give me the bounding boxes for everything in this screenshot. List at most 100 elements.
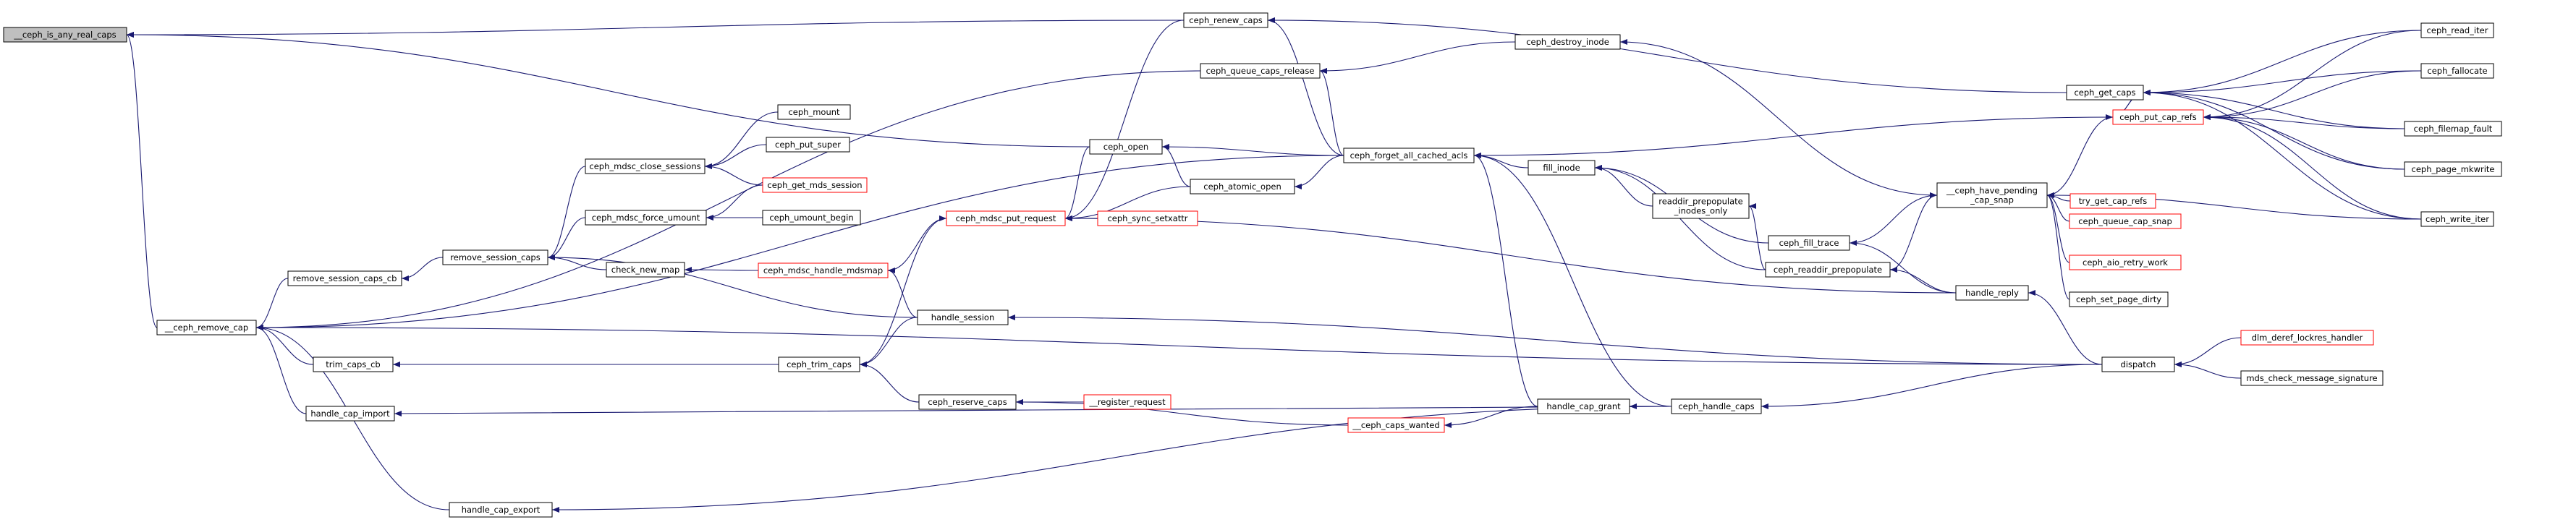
node-ceph-filemap-fault[interactable]: ceph_filemap_fault: [2404, 121, 2502, 137]
node-box[interactable]: [1765, 262, 1891, 278]
node-check-new-map[interactable]: check_new_map: [606, 262, 685, 278]
node-box[interactable]: [1652, 193, 1750, 219]
node-box[interactable]: [2240, 330, 2374, 346]
node-ceph-reserve-caps[interactable]: ceph_reserve_caps: [918, 394, 1017, 410]
node-box[interactable]: [918, 394, 1017, 410]
node-box[interactable]: [2069, 193, 2156, 209]
node-dlm-deref-lockres-handler[interactable]: dlm_deref_lockres_handler: [2240, 330, 2374, 346]
node-box[interactable]: [2066, 85, 2144, 101]
node-box[interactable]: [762, 177, 868, 193]
node-box[interactable]: [2069, 291, 2169, 307]
node-box[interactable]: [946, 210, 1066, 226]
node-ceph-destroy-inode[interactable]: ceph_destroy_inode: [1514, 34, 1621, 50]
node-ceph-mount[interactable]: ceph_mount: [777, 104, 851, 120]
node-box[interactable]: [2101, 356, 2175, 372]
node-ceph-open[interactable]: ceph_open: [1089, 139, 1163, 155]
node-ceph-set-page-dirty[interactable]: ceph_set_page_dirty: [2069, 291, 2169, 307]
node-ceph-get-mds-session[interactable]: ceph_get_mds_session: [762, 177, 868, 193]
node-box[interactable]: [1768, 235, 1850, 251]
node-ceph-queue-cap-snap[interactable]: ceph_queue_cap_snap: [2069, 213, 2182, 229]
node-ceph-aio-retry-work[interactable]: ceph_aio_retry_work: [2069, 255, 2182, 270]
node-ceph-forget-all-cached-acls[interactable]: ceph_forget_all_cached_acls: [1343, 148, 1475, 163]
node-ceph-page-mkwrite[interactable]: ceph_page_mkwrite: [2404, 161, 2502, 177]
node-box[interactable]: [1089, 139, 1163, 155]
node-box[interactable]: [762, 210, 861, 226]
node-box[interactable]: [2112, 109, 2204, 125]
node-ceph-renew-caps[interactable]: ceph_renew_caps: [1183, 12, 1268, 28]
node-box[interactable]: [778, 356, 860, 372]
node-dispatch[interactable]: dispatch: [2101, 356, 2175, 372]
node-ceph-queue-caps-release[interactable]: ceph_queue_caps_release: [1200, 63, 1321, 79]
node-box[interactable]: [313, 356, 394, 372]
node-box[interactable]: [766, 137, 850, 153]
node-box[interactable]: [2069, 213, 2182, 229]
node-ceph-read-iter[interactable]: ceph_read_iter: [2420, 22, 2494, 38]
node-register-request[interactable]: __register_request: [1083, 394, 1172, 410]
node-ceph-get-caps[interactable]: ceph_get_caps: [2066, 85, 2144, 101]
node-remove-session-caps[interactable]: remove_session_caps: [442, 249, 548, 265]
node-box[interactable]: [2420, 211, 2494, 227]
node-box[interactable]: [305, 406, 395, 422]
node-box[interactable]: [917, 309, 1009, 325]
node-box[interactable]: [1936, 182, 2048, 208]
node-handle-reply[interactable]: handle_reply: [1955, 285, 2029, 301]
node-box[interactable]: [1955, 285, 2029, 301]
node-box[interactable]: [2404, 161, 2502, 177]
node-box[interactable]: [442, 249, 548, 265]
node-box[interactable]: [2240, 370, 2384, 386]
node-handle-session[interactable]: handle_session: [917, 309, 1009, 325]
node-box[interactable]: [1200, 63, 1321, 79]
node-ceph-sync-setxattr[interactable]: ceph_sync_setxattr: [1097, 210, 1198, 226]
node-box[interactable]: [585, 158, 706, 174]
node-ceph-readdir-prepopulate[interactable]: ceph_readdir_prepopulate: [1765, 262, 1891, 278]
node-box[interactable]: [287, 270, 402, 286]
node-box[interactable]: [3, 27, 127, 43]
node-ceph-fill-trace[interactable]: ceph_fill_trace: [1768, 235, 1850, 251]
node-ceph-mdsc-handle-mdsmap[interactable]: ceph_mdsc_handle_mdsmap: [758, 262, 889, 278]
node-remove-session-caps-cb[interactable]: remove_session_caps_cb: [287, 270, 402, 286]
node-box[interactable]: [1083, 394, 1172, 410]
node-box[interactable]: [1671, 398, 1762, 414]
node-box[interactable]: [449, 502, 553, 518]
node-box[interactable]: [1514, 34, 1621, 50]
node-handle-cap-grant[interactable]: handle_cap_grant: [1537, 398, 1630, 414]
node-ceph-mdsc-close-sessions[interactable]: ceph_mdsc_close_sessions: [585, 158, 706, 174]
node-ceph-atomic-open[interactable]: ceph_atomic_open: [1190, 179, 1295, 195]
node-box[interactable]: [1183, 12, 1268, 28]
node-box[interactable]: [585, 210, 707, 226]
node-box[interactable]: [1528, 160, 1596, 176]
node-ceph-trim-caps[interactable]: ceph_trim_caps: [778, 356, 860, 372]
node-box[interactable]: [2069, 255, 2182, 270]
node-box[interactable]: [1343, 148, 1475, 163]
node-box[interactable]: [2404, 121, 2502, 137]
node-box[interactable]: [156, 320, 257, 335]
node-ceph-write-iter[interactable]: ceph_write_iter: [2420, 211, 2494, 227]
node-handle-cap-import[interactable]: handle_cap_import: [305, 406, 395, 422]
node-box[interactable]: [1347, 417, 1445, 433]
node-box[interactable]: [2420, 22, 2494, 38]
node-ceph-fallocate[interactable]: ceph_fallocate: [2420, 63, 2494, 79]
node-box[interactable]: [606, 262, 685, 278]
node-box[interactable]: [777, 104, 851, 120]
node-box[interactable]: [1537, 398, 1630, 414]
node-try-get-cap-refs[interactable]: try_get_cap_refs: [2069, 193, 2156, 209]
node-fill-inode[interactable]: fill_inode: [1528, 160, 1596, 176]
node-ceph-caps-wanted[interactable]: __ceph_caps_wanted: [1347, 417, 1445, 433]
node-box[interactable]: [758, 262, 889, 278]
node-trim-caps-cb[interactable]: trim_caps_cb: [313, 356, 394, 372]
node-root[interactable]: __ceph_is_any_real_caps: [3, 27, 127, 43]
node-readdir-prepopulate-inodes-only[interactable]: readdir_prepopulate_inodes_only: [1652, 193, 1750, 219]
node-ceph-remove-cap[interactable]: __ceph_remove_cap: [156, 320, 257, 335]
node-box[interactable]: [2420, 63, 2494, 79]
node-ceph-put-super[interactable]: ceph_put_super: [766, 137, 850, 153]
node-box[interactable]: [1190, 179, 1295, 195]
node-ceph-mdsc-force-umount[interactable]: ceph_mdsc_force_umount: [585, 210, 707, 226]
node-ceph-handle-caps[interactable]: ceph_handle_caps: [1671, 398, 1762, 414]
node-ceph-put-cap-refs[interactable]: ceph_put_cap_refs: [2112, 109, 2204, 125]
node-ceph-mdsc-put-request[interactable]: ceph_mdsc_put_request: [946, 210, 1066, 226]
node-box[interactable]: [1097, 210, 1198, 226]
node-mds-check-message-signature[interactable]: mds_check_message_signature: [2240, 370, 2384, 386]
node-handle-cap-export[interactable]: handle_cap_export: [449, 502, 553, 518]
node-ceph-have-pending-cap-snap[interactable]: __ceph_have_pending_cap_snap: [1936, 182, 2048, 208]
node-ceph-umount-begin[interactable]: ceph_umount_begin: [762, 210, 861, 226]
